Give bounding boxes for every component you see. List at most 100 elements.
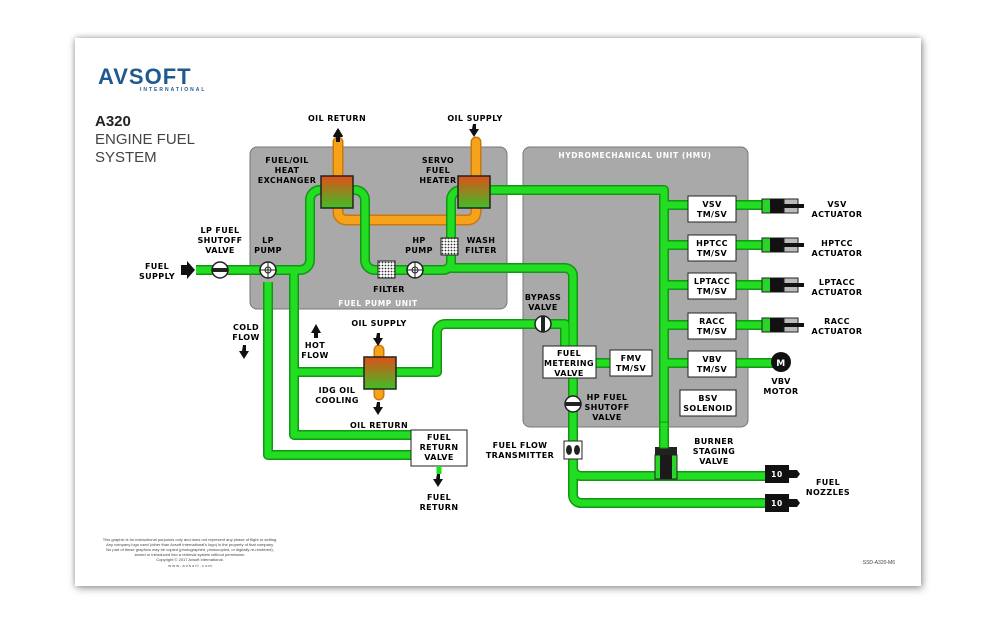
vbv-motor-icon: M: [771, 352, 791, 372]
brand-name: AVSOFT: [98, 64, 192, 89]
lptacc-actuator-label-1: LPTACC: [819, 278, 855, 287]
diagram-sheet: AVSOFT INTERNATIONAL A320 ENGINE FUEL SY…: [75, 38, 921, 586]
labels: OIL RETURN OIL SUPPLY FUEL/OIL HEAT EXCH…: [139, 114, 863, 512]
lp-fuel-shutoff-valve-icon: [211, 261, 229, 279]
fuel-oil-hx-label-1: FUEL/OIL: [265, 156, 309, 165]
servo-heater-label-3: HEATER: [419, 176, 456, 185]
disclaimer-line-4: stored or introduced into a retrieval sy…: [135, 552, 246, 557]
fuel-oil-hx-label-3: EXCHANGER: [258, 176, 317, 185]
racc-actuator-label-1: RACC: [824, 317, 850, 326]
burner-staging-valve-icon: [654, 421, 678, 480]
idg-oil-return-arrow-icon: [373, 402, 383, 415]
fuel-supply-label-1: FUEL: [145, 262, 169, 271]
hot-flow-label-1: HOT: [305, 341, 325, 350]
doc-code: SSD-A320-M6: [863, 560, 895, 566]
lp-fuel-sov-label-2: SHUTOFF: [198, 236, 243, 245]
fuel-nozzles-label-1: FUEL: [816, 478, 840, 487]
servo-heater-label-2: FUEL: [426, 166, 450, 175]
nozzle-count-1: 10: [771, 470, 783, 479]
filter: [377, 260, 396, 279]
hp-pump-icon: [406, 261, 424, 279]
lp-pump-label-2: PUMP: [254, 246, 282, 255]
nozzle-count-2: 10: [771, 499, 783, 508]
hot-flow-arrow-icon: [311, 324, 321, 338]
burner-staging-label-3: VALVE: [699, 457, 729, 466]
hptcc-actuator-label-2: ACTUATOR: [812, 249, 863, 258]
avsoft-logo: AVSOFT INTERNATIONAL: [98, 64, 206, 93]
hp-pump-label-2: PUMP: [405, 246, 433, 255]
lptacc-tmsv-label-1: LPTACC: [694, 277, 730, 286]
disclaimer-line-5: Copyright © 2017 Avsoft International.: [156, 557, 223, 562]
fuel-nozzle-2-icon: 10: [765, 494, 800, 512]
title-line-1: A320: [95, 113, 131, 130]
disclaimer-line-3: No part of these graphics may be copied …: [106, 547, 274, 552]
vbv-motor-label-1: VBV: [771, 377, 791, 386]
hot-flow-label-2: FLOW: [301, 351, 329, 360]
fuel-nozzle-1-icon: 10: [765, 465, 800, 483]
disclaimer: This graphic is for instructional purpos…: [103, 537, 278, 568]
fuel-flow-tx-label-2: TRANSMITTER: [486, 451, 554, 460]
idg-oil-cooler: [363, 356, 397, 390]
hptcc-actuator-icon: [761, 237, 804, 253]
idg-oil-cooling-label-1: IDG OIL: [319, 386, 356, 395]
hptcc-tmsv-label-2: TM/SV: [697, 249, 728, 258]
hptcc-actuator-label-1: HPTCC: [821, 239, 853, 248]
lptacc-tmsv-label-2: TM/SV: [697, 287, 728, 296]
bypass-valve-icon: [534, 315, 552, 333]
servo-heater-label-1: SERVO: [422, 156, 454, 165]
hmu-label: HYDROMECHANICAL UNIT (HMU): [558, 151, 711, 160]
lp-fuel-sov-label-1: LP FUEL: [200, 226, 239, 235]
vsv-actuator-icon: [761, 198, 804, 214]
fuel-metering-valve-label-2: METERING: [544, 359, 594, 368]
actuators: [761, 198, 804, 333]
fuel-nozzles-label-2: NOZZLES: [806, 488, 850, 497]
vbv-motor-label-2: MOTOR: [763, 387, 798, 396]
disclaimer-line-2: Any company logo used (other than Avsoft…: [106, 542, 274, 547]
fuel-oil-heat-exchanger: [320, 175, 354, 209]
oil-supply-down-arrow-icon: [469, 124, 479, 137]
hptcc-tmsv-label-1: HPTCC: [696, 239, 728, 248]
vsv-tmsv-label-2: TM/SV: [697, 210, 728, 219]
cold-flow-label-2: FLOW: [232, 333, 260, 342]
hp-fuel-sov-label-3: VALVE: [592, 413, 622, 422]
motor-symbol: M: [776, 359, 786, 369]
racc-actuator-label-2: ACTUATOR: [812, 327, 863, 336]
racc-tmsv-label-2: TM/SV: [697, 327, 728, 336]
fmv-tmsv-label-2: TM/SV: [616, 364, 647, 373]
idg-oil-cooling-label-2: COOLING: [315, 396, 359, 405]
fuel-metering-valve-label-3: VALVE: [554, 369, 584, 378]
cold-flow-label-1: COLD: [233, 323, 259, 332]
title-line-2: ENGINE FUEL: [95, 131, 195, 148]
fuel-system-diagram: AVSOFT INTERNATIONAL A320 ENGINE FUEL SY…: [95, 64, 895, 568]
oil-return-mid-label: OIL RETURN: [350, 421, 408, 430]
fuel-return-valve-label-2: RETURN: [420, 443, 459, 452]
servo-fuel-heater: [457, 175, 491, 209]
wash-filter: [440, 237, 459, 256]
lp-pump-icon: [259, 261, 277, 279]
wash-filter-label-1: WASH: [467, 236, 496, 245]
flow-arrows: [181, 124, 479, 487]
vbv-tmsv-label-2: TM/SV: [697, 365, 728, 374]
lptacc-actuator-label-2: ACTUATOR: [812, 288, 863, 297]
bypass-valve-label-1: BYPASS: [525, 293, 561, 302]
fuel-return-arrow-icon: [433, 474, 443, 487]
bsv-solenoid-label-1: BSV: [698, 394, 718, 403]
fuel-return-label-2: RETURN: [420, 503, 459, 512]
oil-supply-mid-label: OIL SUPPLY: [351, 319, 406, 328]
lp-pump-label-1: LP: [262, 236, 274, 245]
vsv-tmsv-label-1: VSV: [702, 200, 722, 209]
wash-filter-label-2: FILTER: [465, 246, 497, 255]
fuel-return-valve-label-1: FUEL: [427, 433, 451, 442]
oil-return-top-label: OIL RETURN: [308, 114, 366, 123]
fuel-flow-tx-label-1: FUEL FLOW: [493, 441, 548, 450]
bypass-valve-label-2: VALVE: [528, 303, 558, 312]
vsv-actuator-label-1: VSV: [827, 200, 847, 209]
hp-fuel-sov-label-2: SHUTOFF: [585, 403, 630, 412]
disclaimer-line-6: w w w . a v s o f t . c o m: [168, 563, 212, 568]
lptacc-actuator-icon: [761, 277, 804, 293]
racc-actuator-icon: [761, 317, 804, 333]
fuel-return-label-1: FUEL: [427, 493, 451, 502]
racc-tmsv-label-1: RACC: [699, 317, 725, 326]
brand-sub: INTERNATIONAL: [140, 87, 206, 93]
oil-supply-top-label: OIL SUPPLY: [447, 114, 502, 123]
